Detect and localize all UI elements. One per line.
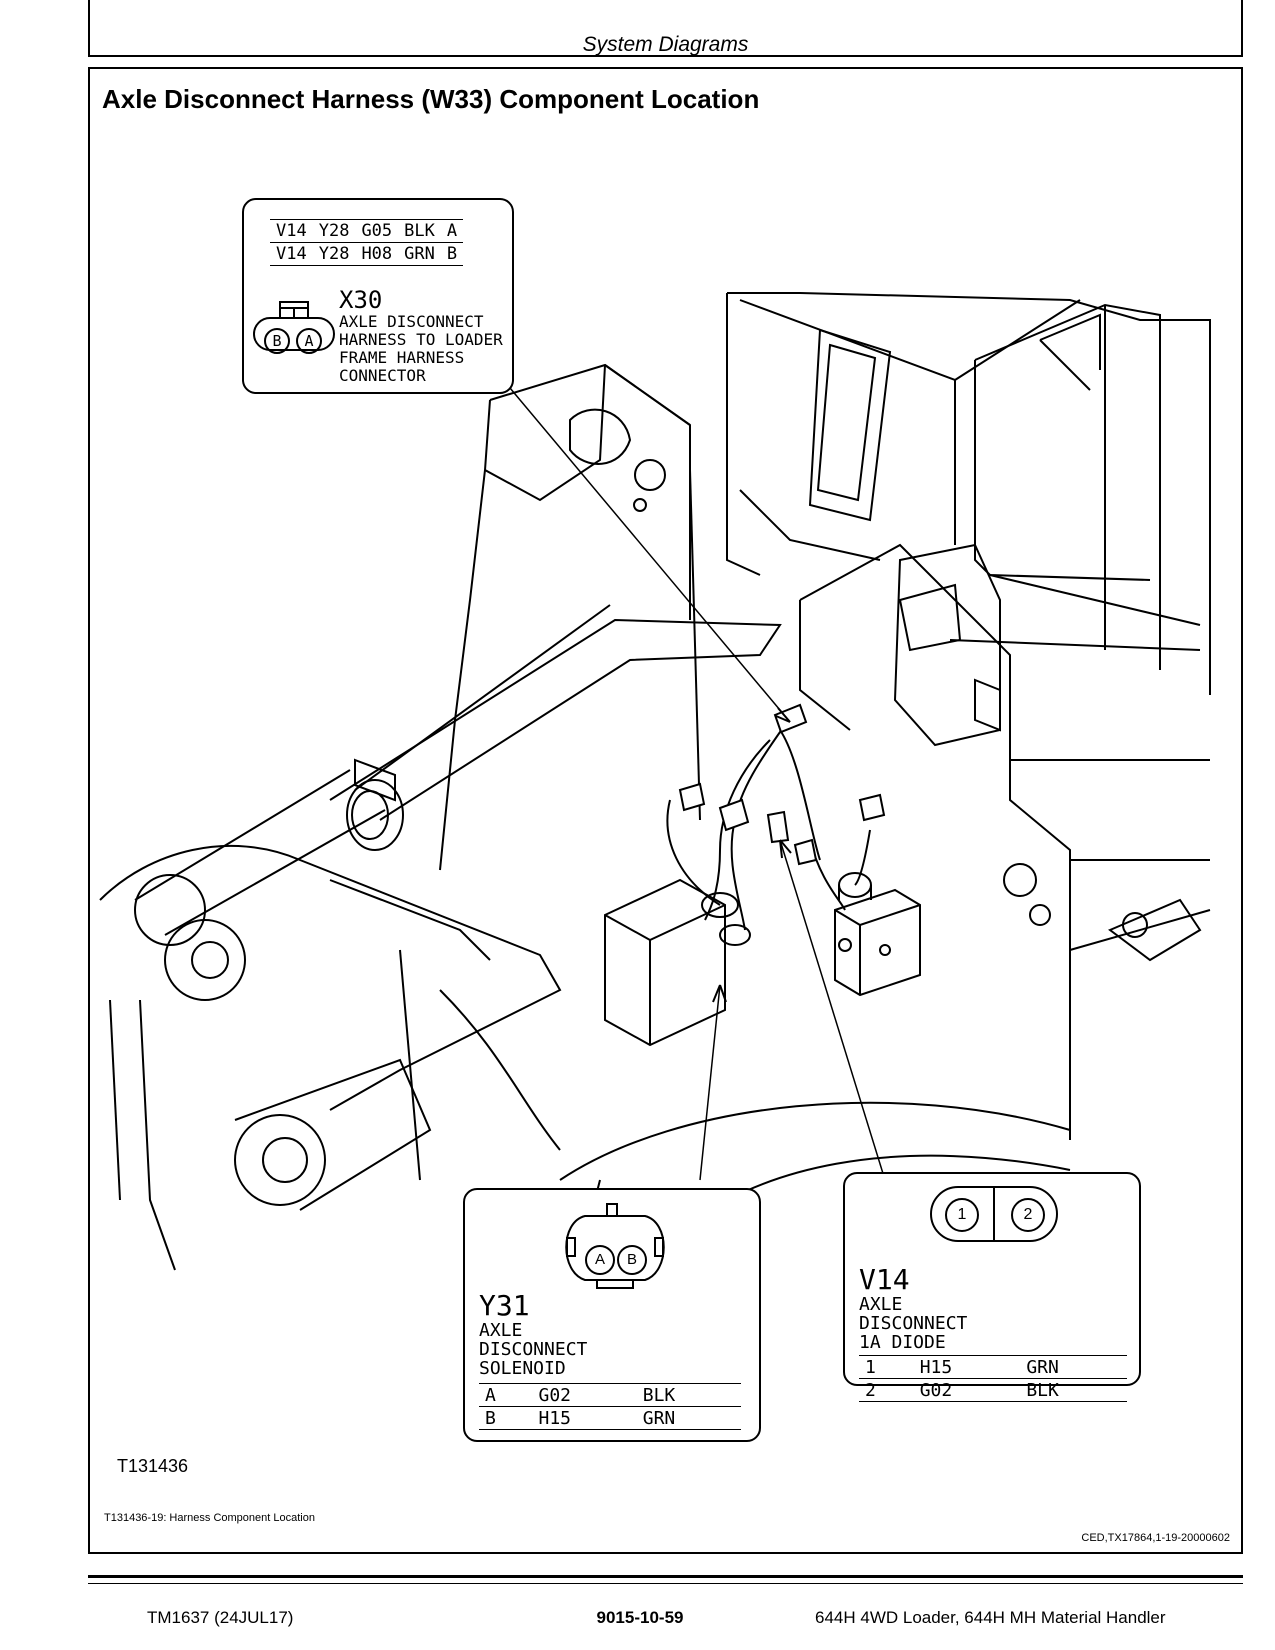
y31-desc-1: AXLE (479, 1320, 523, 1341)
x30-cell: B (446, 244, 458, 264)
v14-wire-table: 1 H15 GRN 2 G02 BLK (859, 1355, 1127, 1402)
callout-v14: 1 2 V14 AXLE DISCONNECT 1A DIODE 1 H15 G… (843, 1172, 1141, 1402)
v14-cell: GRN (1026, 1356, 1059, 1378)
table-row: B H15 GRN (479, 1407, 741, 1430)
table-row: 1 H15 GRN (859, 1355, 1127, 1379)
x30-connector-icon (253, 301, 335, 351)
table-row: A G02 BLK (479, 1383, 741, 1407)
v14-desc-3: 1A DIODE (859, 1332, 946, 1353)
page-title: Axle Disconnect Harness (W33) Component … (102, 84, 760, 114)
x30-cell: Y28 (318, 244, 350, 264)
x30-cell: GRN (404, 244, 435, 264)
x30-cell: BLK (404, 221, 435, 241)
v14-cell: G02 (919, 1379, 953, 1401)
v14-cell: 2 (865, 1379, 876, 1401)
v14-cell: 1 (865, 1356, 876, 1378)
y31-pin-b: B (617, 1245, 647, 1275)
y31-wire-table: A G02 BLK B H15 GRN (479, 1383, 741, 1430)
x30-cell: Y28 (318, 221, 350, 241)
x30-pin-a: A (296, 328, 322, 354)
document-reference: CED,TX17864,1-19-20000602 (1081, 1532, 1230, 1544)
v14-desc-1: AXLE (859, 1294, 903, 1315)
x30-cell: G05 (361, 221, 393, 241)
v14-pin-2: 2 (1011, 1198, 1045, 1232)
table-row: V14 Y28 G05 BLK A (270, 219, 464, 243)
x30-pin-b: B (264, 328, 290, 354)
footer-manual-id: TM1637 (24JUL17) (147, 1608, 294, 1627)
y31-cell: BLK (642, 1384, 676, 1406)
y31-cell: A (485, 1384, 496, 1406)
x30-cell: V14 (276, 244, 307, 264)
x30-cell: A (446, 221, 458, 241)
header-frame (88, 0, 1243, 57)
y31-cell: B (485, 1407, 496, 1429)
y31-desc-2: DISCONNECT (479, 1339, 588, 1360)
v14-id: V14 (859, 1263, 910, 1296)
x30-cell: V14 (276, 221, 307, 241)
v14-cell: BLK (1026, 1379, 1059, 1401)
y31-cell: GRN (642, 1407, 676, 1429)
footer-page-number: 9015-10-59 (596, 1608, 684, 1627)
footer-machine: 644H 4WD Loader, 644H MH Material Handle… (815, 1608, 1166, 1627)
y31-desc-3: SOLENOID (479, 1358, 566, 1379)
y31-cell: G02 (538, 1384, 571, 1406)
section-header: System Diagrams (582, 33, 749, 56)
y31-connector-icon (565, 1203, 665, 1289)
footer-rule (88, 1575, 1243, 1578)
footer-rule-thin (88, 1583, 1243, 1584)
x30-desc-3: FRAME HARNESS (339, 348, 465, 367)
callout-y31: A B Y31 AXLE DISCONNECT SOLENOID A G02 B… (463, 1188, 761, 1442)
x30-desc-4: CONNECTOR (339, 366, 426, 385)
callout-x30: V14 Y28 G05 BLK A V14 Y28 H08 GRN B B A … (242, 198, 514, 394)
x30-cell: H08 (361, 244, 393, 264)
v14-pin-1: 1 (945, 1198, 979, 1232)
table-row: 2 G02 BLK (859, 1379, 1127, 1402)
x30-wire-table: V14 Y28 G05 BLK A V14 Y28 H08 GRN B (270, 219, 464, 266)
figure-frame (88, 67, 1243, 1554)
v14-cell: H15 (919, 1356, 953, 1378)
table-row: V14 Y28 H08 GRN B (270, 243, 464, 266)
figure-caption: T131436-19: Harness Component Location (104, 1512, 315, 1524)
x30-id: X30 (339, 286, 383, 314)
figure-id: T131436 (117, 1456, 189, 1476)
v14-divider (993, 1186, 995, 1242)
y31-id: Y31 (479, 1289, 530, 1322)
x30-desc-2: HARNESS TO LOADER (339, 330, 503, 349)
y31-pin-a: A (585, 1245, 615, 1275)
y31-cell: H15 (538, 1407, 571, 1429)
x30-desc-1: AXLE DISCONNECT (339, 312, 484, 331)
v14-desc-2: DISCONNECT (859, 1313, 968, 1334)
